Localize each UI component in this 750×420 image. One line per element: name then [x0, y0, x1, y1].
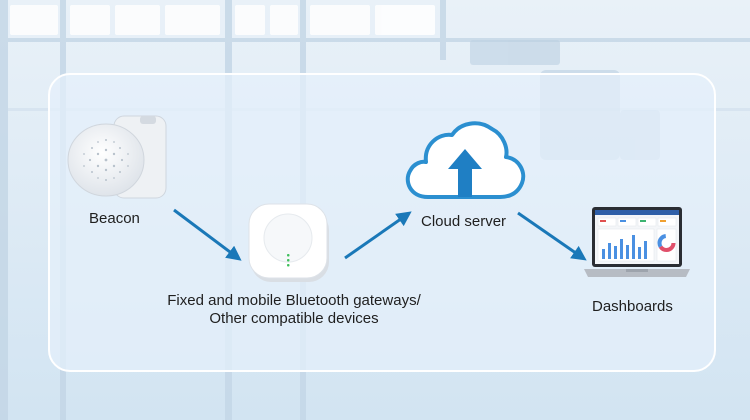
- gateway-label-line1: Fixed and mobile Bluetooth gateways/: [167, 292, 421, 309]
- beacon-label: Beacon: [89, 210, 140, 227]
- arrow-cloud-to-dashboards: [517, 211, 587, 261]
- cloud-upload-icon: [405, 121, 526, 199]
- gateway-device: [248, 203, 329, 282]
- laptop-dashboard-icon: [584, 207, 690, 277]
- gateway-label-line2: Other compatible devices: [209, 310, 379, 327]
- beacon-device: [67, 115, 167, 199]
- dashboards-label: Dashboards: [592, 298, 673, 315]
- arrow-beacon-to-gateway: [173, 208, 242, 261]
- cloud-server-label: Cloud server: [421, 213, 507, 230]
- arrow-gateway-to-cloud: [344, 211, 412, 260]
